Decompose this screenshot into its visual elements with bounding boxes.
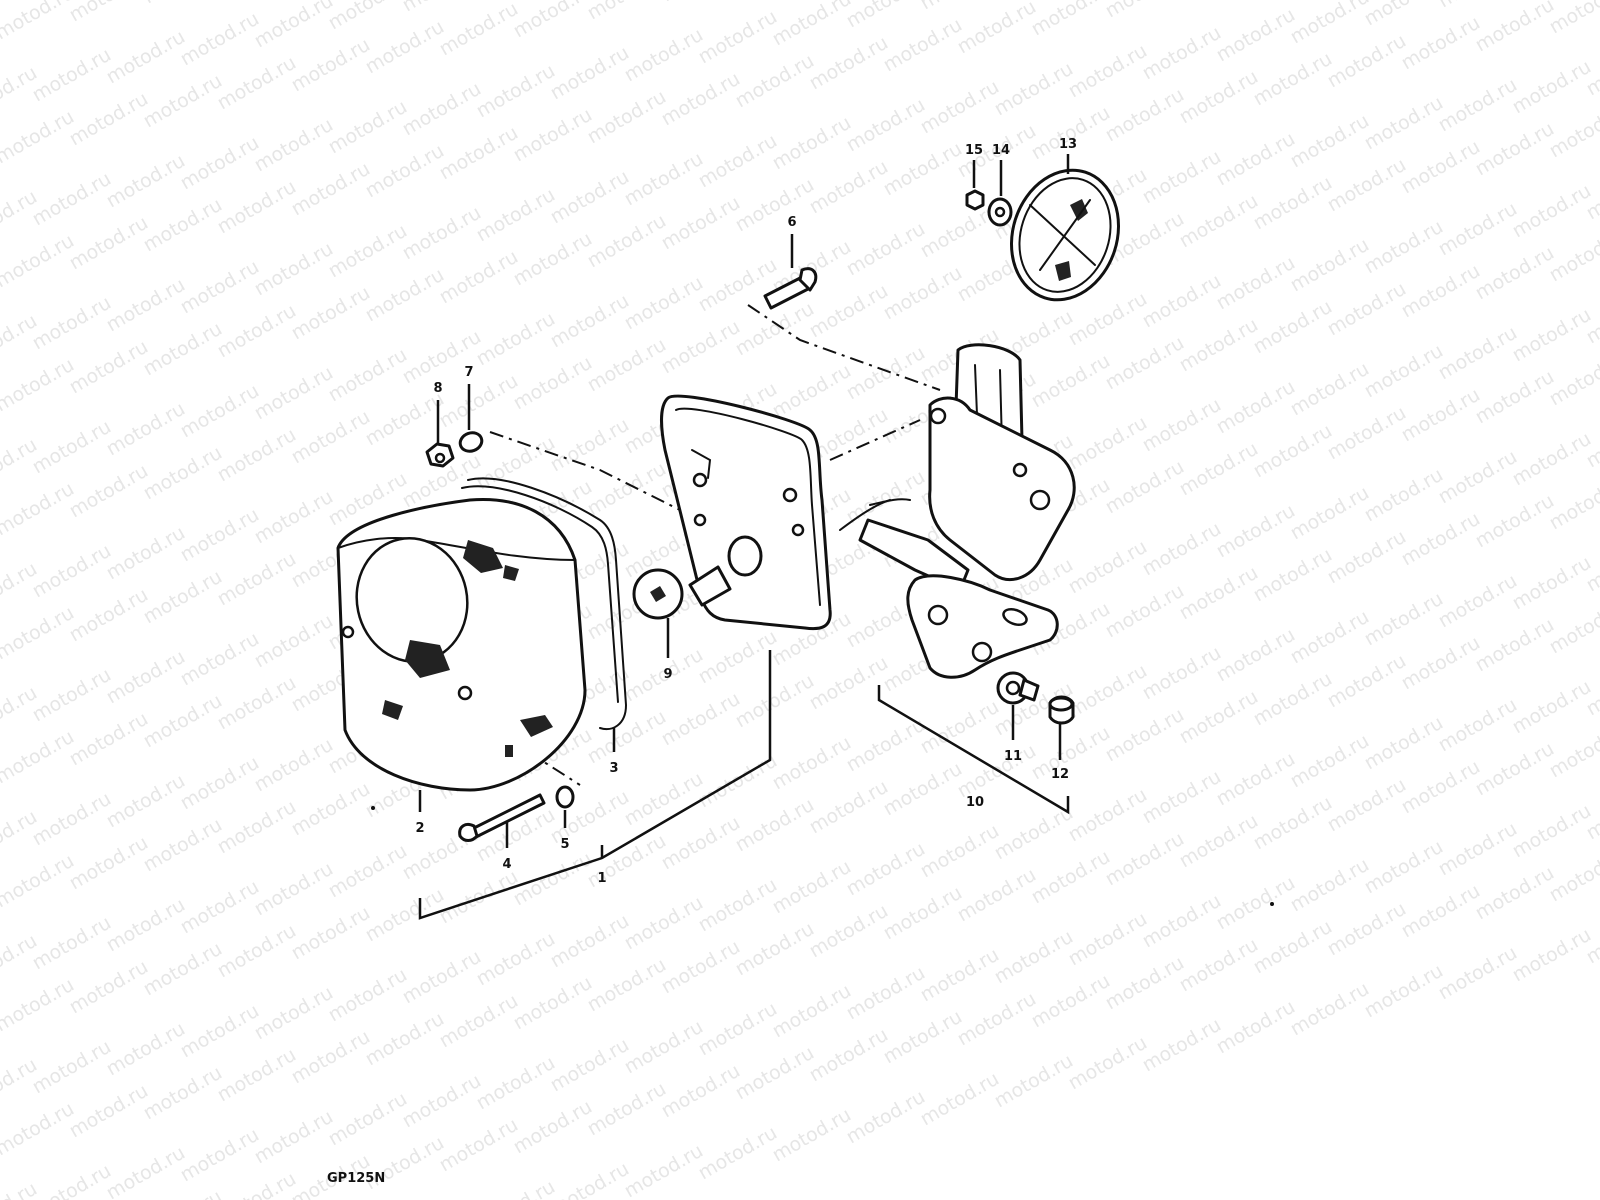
callout-5: 5 xyxy=(560,837,569,852)
tail-light-base xyxy=(660,394,832,631)
callout-1: 1 xyxy=(597,871,606,886)
callout-9: 9 xyxy=(663,667,672,682)
callout-3: 3 xyxy=(609,761,618,776)
stray-dot xyxy=(1270,902,1274,906)
group-bracket-10 xyxy=(877,685,1070,815)
callout-7: 7 xyxy=(464,365,473,380)
callout-4: 4 xyxy=(502,857,511,872)
grommet xyxy=(996,671,1040,705)
washer xyxy=(987,197,1013,227)
assembly-line-nut-7 xyxy=(489,431,701,521)
callout-6: 6 xyxy=(787,215,796,230)
callout-13: 13 xyxy=(1059,137,1077,152)
lens-gasket xyxy=(467,477,628,730)
lens-gasket-inner xyxy=(461,485,619,703)
bolt xyxy=(763,267,818,310)
tail-light-lens xyxy=(336,497,587,792)
callout-2: 2 xyxy=(415,821,424,836)
callout-10: 10 xyxy=(966,795,984,810)
assembly-line-bolt-6 xyxy=(747,304,941,391)
callout-15: 15 xyxy=(965,143,983,158)
bracket-assembly xyxy=(839,343,1076,679)
reflector xyxy=(1010,168,1120,302)
callout-12: 12 xyxy=(1051,767,1069,782)
assembly-line-base-bracket xyxy=(829,419,921,461)
hex-nut xyxy=(425,442,455,468)
assembly-line-screw-4 xyxy=(454,704,581,786)
lock-washer xyxy=(458,431,484,453)
callout-14: 14 xyxy=(992,143,1010,158)
screw-washer xyxy=(555,785,575,809)
callout-11: 11 xyxy=(1004,749,1022,764)
bulb xyxy=(632,565,732,620)
model-code-label: GP125N xyxy=(327,1171,385,1186)
small-nut xyxy=(965,189,985,211)
stray-dot xyxy=(371,806,375,810)
callout-8: 8 xyxy=(433,381,442,396)
long-screw xyxy=(458,793,546,842)
collar xyxy=(1048,695,1075,725)
